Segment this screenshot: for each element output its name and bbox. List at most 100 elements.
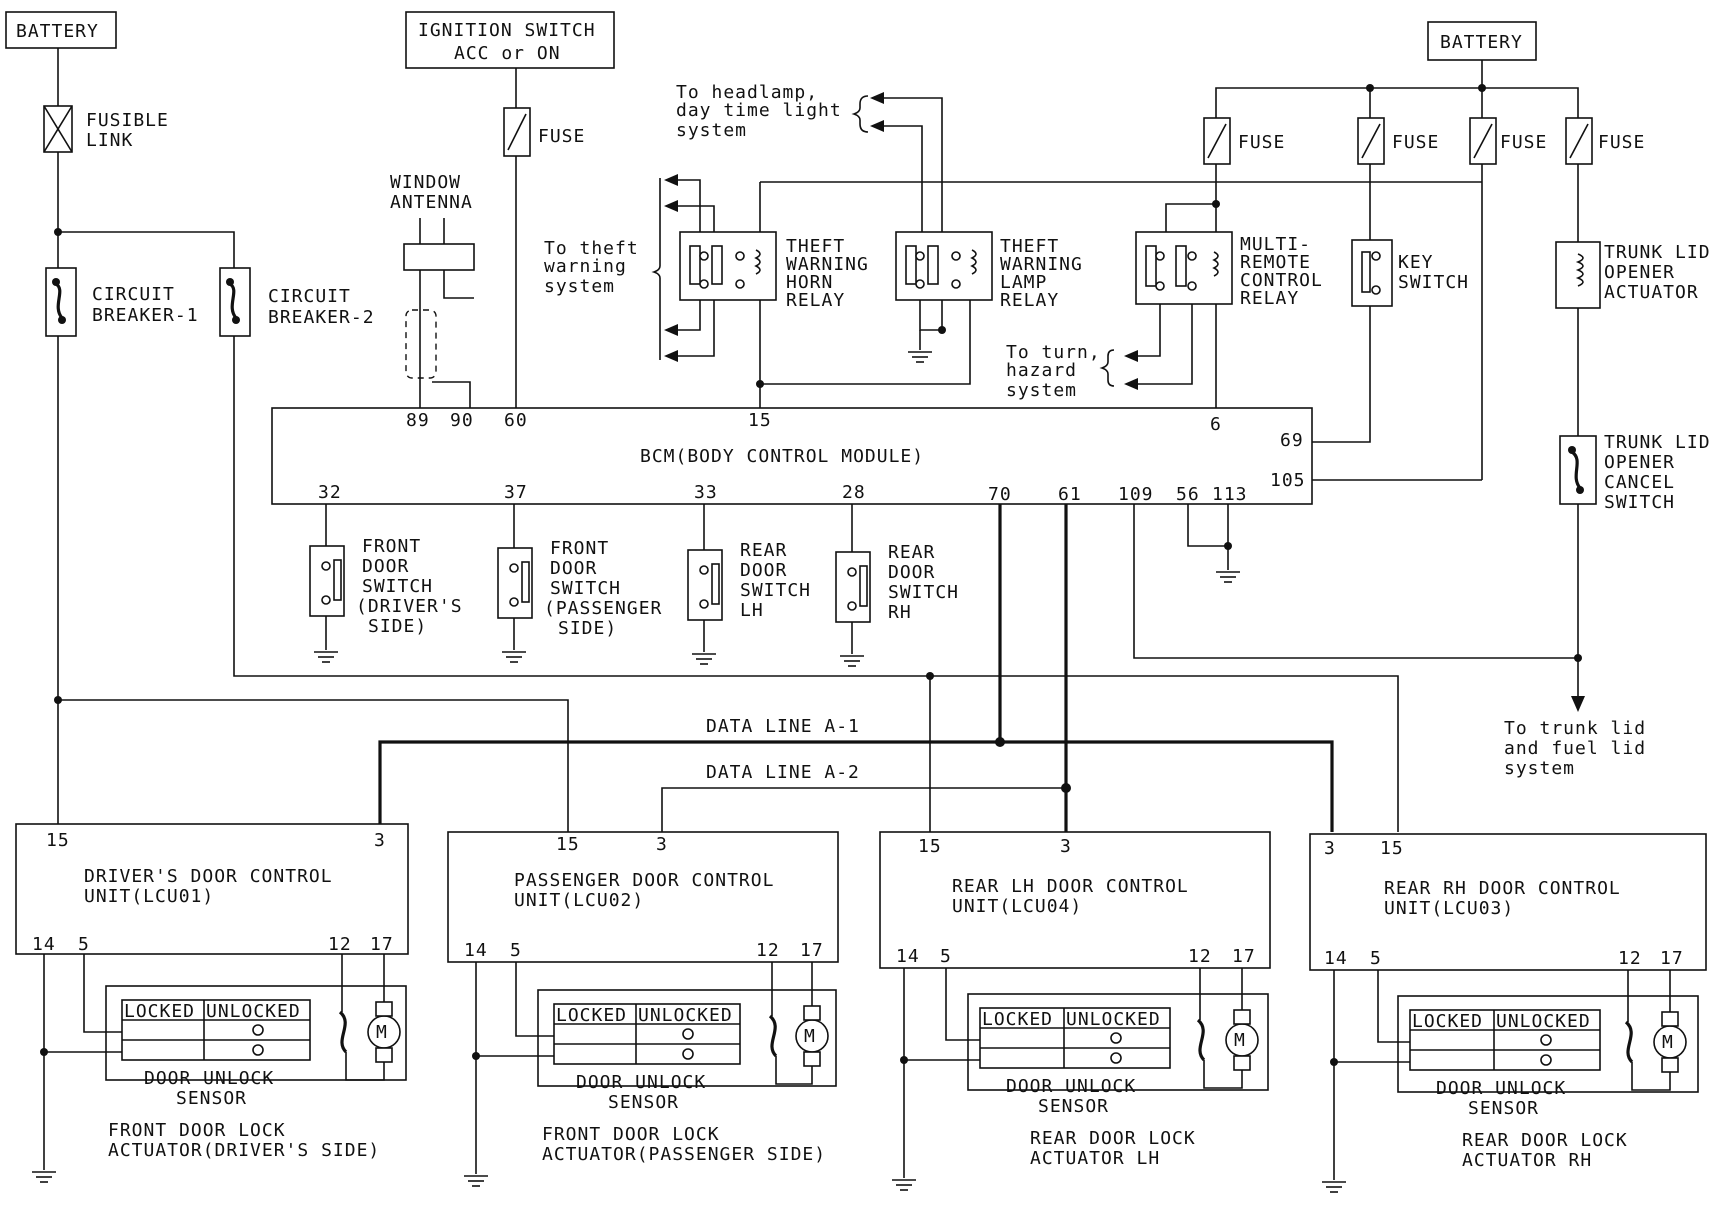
svg-text:LAMP: LAMP: [1000, 272, 1047, 293]
svg-text:REAR: REAR: [740, 540, 787, 561]
svg-text:ACTUATOR(DRIVER'S SIDE): ACTUATOR(DRIVER'S SIDE): [108, 1140, 380, 1161]
ground-bcm: [1216, 571, 1240, 583]
svg-text:TRUNK LID: TRUNK LID: [1604, 432, 1711, 453]
svg-text:SWITCH: SWITCH: [362, 576, 433, 597]
ground-unit4: [1322, 1181, 1346, 1193]
svg-text:37: 37: [504, 482, 528, 503]
svg-text:UNIT(LCU03): UNIT(LCU03): [1384, 898, 1514, 919]
svg-text:DATA LINE A-1: DATA LINE A-1: [706, 716, 860, 737]
front-door-lock-actuator-passenger: LOCKED UNLOCKED DOOR UNLOCK SENSOR M FRO…: [537, 989, 837, 1165]
svg-text:14: 14: [896, 946, 920, 967]
svg-text:14: 14: [32, 934, 56, 955]
svg-text:DOOR UNLOCK: DOOR UNLOCK: [1006, 1076, 1136, 1097]
svg-text:WINDOW: WINDOW: [390, 172, 461, 193]
svg-text:17: 17: [1660, 948, 1684, 969]
svg-text:3: 3: [1324, 838, 1336, 859]
svg-text:ACTUATOR LH: ACTUATOR LH: [1030, 1148, 1160, 1169]
svg-text:TRUNK LID: TRUNK LID: [1604, 242, 1711, 263]
svg-text:FRONT DOOR LOCK: FRONT DOOR LOCK: [108, 1120, 286, 1141]
svg-text:M: M: [376, 1022, 388, 1043]
svg-text:CIRCUIT: CIRCUIT: [92, 284, 175, 305]
svg-text:DOOR UNLOCK: DOOR UNLOCK: [1436, 1078, 1566, 1099]
passenger-door-control-unit: 15 3 PASSENGER DOOR CONTROL UNIT(LCU02) …: [447, 831, 839, 963]
svg-text:89: 89: [406, 410, 430, 431]
svg-text:THEFT: THEFT: [1000, 236, 1059, 257]
svg-text:FUSIBLE: FUSIBLE: [86, 110, 169, 131]
rear-rh-door-control-unit: 3 15 REAR RH DOOR CONTROL UNIT(LCU03) 14…: [1309, 833, 1707, 971]
svg-text:DOOR: DOOR: [888, 562, 935, 583]
svg-text:DRIVER'S DOOR CONTROL: DRIVER'S DOOR CONTROL: [84, 866, 333, 887]
ground-unit1: [32, 1171, 56, 1183]
key-switch: KEY SWITCH: [1351, 239, 1469, 307]
svg-text:FUSE: FUSE: [1598, 132, 1645, 153]
svg-text:UNLOCKED: UNLOCKED: [206, 1001, 301, 1022]
svg-text:REAR: REAR: [888, 542, 935, 563]
svg-text:17: 17: [800, 940, 824, 961]
svg-text:DOOR: DOOR: [362, 556, 409, 577]
svg-text:SWITCH: SWITCH: [550, 578, 621, 599]
svg-text:BATTERY: BATTERY: [16, 21, 99, 42]
svg-text:FRONT: FRONT: [362, 536, 421, 557]
svg-text:REAR LH DOOR CONTROL: REAR LH DOOR CONTROL: [952, 876, 1189, 897]
data-line-a1: DATA LINE A-1: [378, 504, 1334, 832]
svg-text:DATA LINE A-2: DATA LINE A-2: [706, 762, 860, 783]
svg-text:32: 32: [318, 482, 342, 503]
svg-text:3: 3: [656, 834, 668, 855]
svg-text:ACTUATOR(PASSENGER SIDE): ACTUATOR(PASSENGER SIDE): [542, 1144, 826, 1165]
svg-text:LOCKED: LOCKED: [982, 1009, 1053, 1030]
svg-text:UNLOCKED: UNLOCKED: [1496, 1011, 1591, 1032]
svg-text:UNLOCKED: UNLOCKED: [1066, 1009, 1161, 1030]
svg-text:ACC or ON: ACC or ON: [454, 43, 561, 64]
svg-text:RH: RH: [888, 602, 912, 623]
svg-text:SWITCH: SWITCH: [1604, 492, 1675, 513]
trunk-lid-opener-actuator: TRUNK LID OPENER ACTUATOR: [1555, 241, 1711, 309]
svg-text:FRONT: FRONT: [550, 538, 609, 559]
svg-text:M: M: [804, 1026, 816, 1047]
svg-text:15: 15: [556, 834, 580, 855]
svg-text:To theft: To theft: [544, 238, 639, 259]
svg-text:61: 61: [1058, 484, 1082, 505]
svg-text:CONTROL: CONTROL: [1240, 270, 1323, 291]
svg-text:PASSENGER DOOR CONTROL: PASSENGER DOOR CONTROL: [514, 870, 774, 891]
svg-text:UNIT(LCU02): UNIT(LCU02): [514, 890, 644, 911]
note-turn-hazard: To turn, hazard system: [1006, 304, 1193, 401]
svg-text:warning: warning: [544, 256, 627, 277]
svg-text:REMOTE: REMOTE: [1240, 252, 1311, 273]
svg-text:ACTUATOR: ACTUATOR: [1604, 282, 1699, 303]
svg-text:UNLOCKED: UNLOCKED: [638, 1005, 733, 1026]
svg-text:DOOR UNLOCK: DOOR UNLOCK: [576, 1072, 706, 1093]
svg-text:FUSE: FUSE: [538, 126, 585, 147]
svg-text:5: 5: [940, 946, 952, 967]
svg-text:3: 3: [1060, 836, 1072, 857]
data-line-a2: DATA LINE A-2: [661, 504, 1071, 836]
svg-text:WARNING: WARNING: [786, 254, 869, 275]
svg-text:CANCEL: CANCEL: [1604, 472, 1675, 493]
svg-text:SWITCH: SWITCH: [1398, 272, 1469, 293]
svg-text:BCM(BODY CONTROL MODULE): BCM(BODY CONTROL MODULE): [640, 446, 924, 467]
svg-text:5: 5: [510, 940, 522, 961]
svg-text:15: 15: [1380, 838, 1404, 859]
svg-text:hazard: hazard: [1006, 360, 1077, 381]
ground-unit3: [892, 1179, 916, 1191]
svg-text:15: 15: [46, 830, 70, 851]
svg-text:ACTUATOR RH: ACTUATOR RH: [1462, 1150, 1592, 1171]
svg-text:15: 15: [918, 836, 942, 857]
svg-text:6: 6: [1210, 414, 1222, 435]
ground-lamp-relay: [908, 351, 932, 363]
svg-text:RELAY: RELAY: [786, 290, 845, 311]
svg-text:REAR DOOR LOCK: REAR DOOR LOCK: [1030, 1128, 1196, 1149]
svg-text:33: 33: [694, 482, 718, 503]
rear-door-switch-rh: REAR DOOR SWITCH RH: [835, 504, 958, 667]
svg-text:105: 105: [1270, 470, 1306, 491]
svg-text:70: 70: [988, 484, 1012, 505]
svg-text:KEY: KEY: [1398, 252, 1434, 273]
svg-text:LOCKED: LOCKED: [124, 1001, 195, 1022]
svg-text:SWITCH: SWITCH: [740, 580, 811, 601]
svg-text:DOOR: DOOR: [550, 558, 597, 579]
fuse-key-switch: FUSE: [1357, 117, 1438, 165]
front-door-switch-passenger: FRONT DOOR SWITCH (PASSENGER SIDE): [497, 504, 661, 663]
svg-text:THEFT: THEFT: [786, 236, 845, 257]
svg-text:CIRCUIT: CIRCUIT: [268, 286, 351, 307]
fuse-bcm-batt: FUSE: [1469, 117, 1546, 165]
svg-text:SENSOR: SENSOR: [608, 1092, 679, 1113]
